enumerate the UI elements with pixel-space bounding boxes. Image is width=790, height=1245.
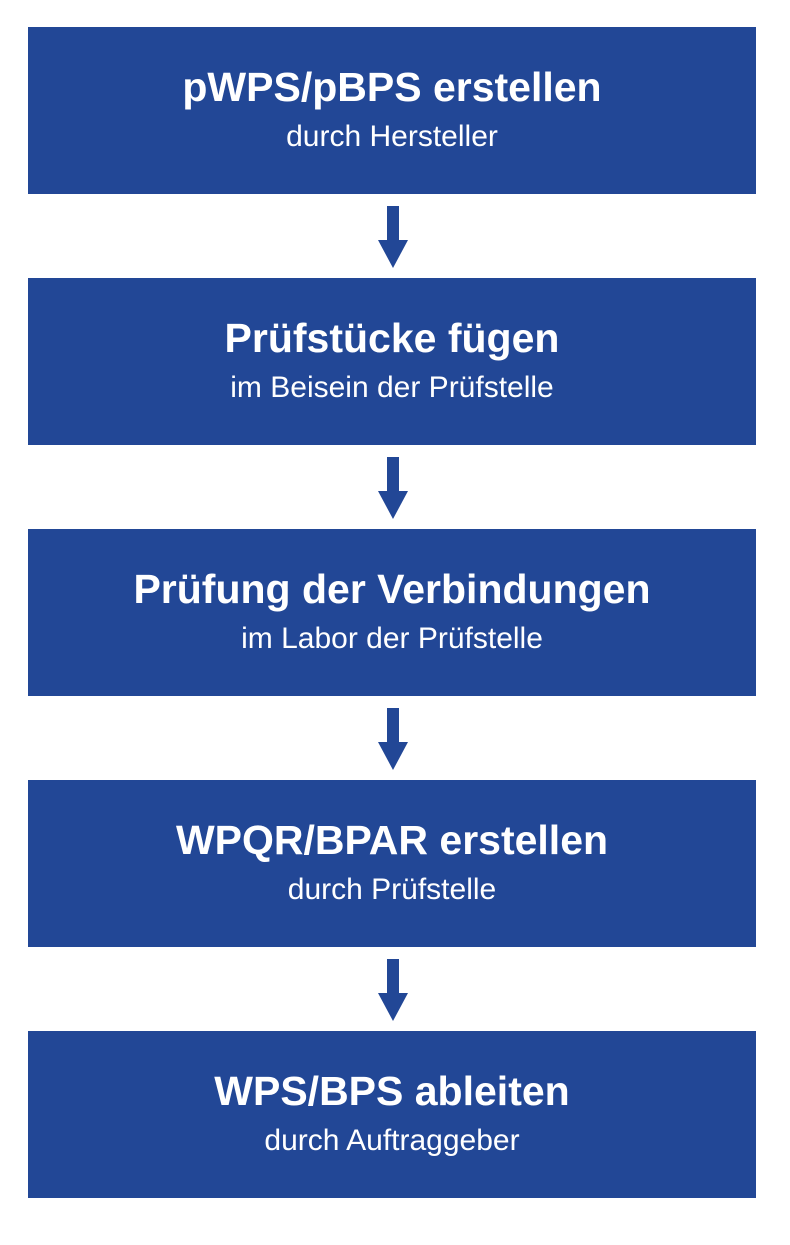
arrow-down-icon	[378, 206, 408, 268]
step-subtitle: im Labor der Prüfstelle	[241, 622, 543, 655]
step-subtitle: im Beisein der Prüfstelle	[230, 371, 554, 404]
arrow-down-icon	[378, 457, 408, 519]
arrow-down-icon	[378, 959, 408, 1021]
step-box-test-joints: Prüfung der Verbindungen im Labor der Pr…	[28, 529, 756, 696]
step-subtitle: durch Prüfstelle	[287, 873, 497, 906]
step-title: WPQR/BPAR erstellen	[175, 817, 609, 863]
step-box-derive-wps: WPS/BPS ableiten durch Auftraggeber	[28, 1031, 756, 1198]
step-box-create-pwps: pWPS/pBPS erstellen durch Hersteller	[28, 27, 756, 194]
step-box-create-wpqr: WPQR/BPAR erstellen durch Prüfstelle	[28, 780, 756, 947]
step-subtitle: durch Auftraggeber	[264, 1124, 520, 1157]
step-box-join-test-pieces: Prüfstücke fügen im Beisein der Prüfstel…	[28, 278, 756, 445]
step-title: WPS/BPS ableiten	[214, 1068, 570, 1114]
step-title: Prüfstücke fügen	[224, 315, 560, 361]
step-subtitle: durch Hersteller	[286, 120, 498, 153]
step-title: Prüfung der Verbindungen	[133, 566, 651, 612]
arrow-down-icon	[378, 708, 408, 770]
step-title: pWPS/pBPS erstellen	[182, 64, 602, 110]
